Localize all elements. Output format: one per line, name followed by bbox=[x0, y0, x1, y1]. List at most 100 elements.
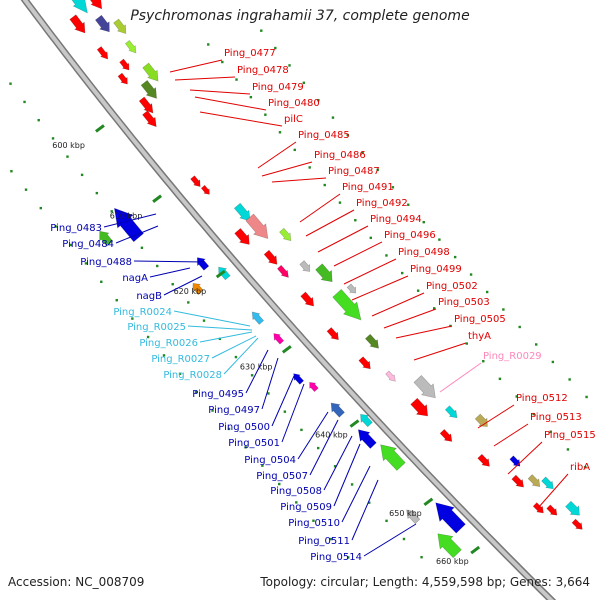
scale-dot bbox=[187, 301, 190, 304]
gene-arrow bbox=[546, 504, 558, 516]
gene-label-ping-0511: Ping_0511 bbox=[298, 536, 350, 547]
scale-dot bbox=[465, 342, 468, 345]
label-leader-line bbox=[133, 260, 205, 263]
gene-arrow bbox=[346, 283, 357, 294]
gene-label-ping-r0027: Ping_R0027 bbox=[151, 354, 210, 365]
forward-label-layer: Ping_0477Ping_0478Ping_0479Ping_0480pilC… bbox=[169, 48, 596, 509]
scale-dot bbox=[146, 335, 150, 339]
gene-arrow bbox=[360, 413, 373, 428]
gene-arrow bbox=[435, 502, 466, 534]
label-leader-line bbox=[199, 111, 283, 127]
gene-label-ping-0515: Ping_0515 bbox=[544, 430, 596, 441]
gene-arrow bbox=[138, 96, 154, 114]
label-leader-line bbox=[537, 473, 569, 509]
gene-arrow bbox=[326, 327, 339, 341]
gene-label-ping-0497: Ping_0497 bbox=[208, 405, 260, 416]
label-leader-line bbox=[261, 161, 313, 177]
scale-dot bbox=[24, 188, 28, 191]
reverse-label-layer: Ping_0483Ping_0484Ping_0488nagAnagBPing_… bbox=[50, 213, 417, 563]
gene-label-ping-0494: Ping_0494 bbox=[370, 214, 422, 225]
gene-label-ping-0484: Ping_0484 bbox=[62, 239, 114, 250]
scale-dot bbox=[260, 29, 263, 32]
label-leader-line bbox=[493, 423, 529, 447]
label-leader-line bbox=[194, 96, 267, 111]
gene-arrow bbox=[364, 333, 379, 349]
scale-dot bbox=[401, 271, 404, 275]
scale-dot bbox=[323, 183, 326, 187]
label-leader-line bbox=[299, 193, 341, 223]
scale-dot bbox=[69, 243, 72, 247]
gene-arrow bbox=[357, 429, 377, 449]
label-leader-line bbox=[507, 441, 543, 475]
gene-arrow bbox=[439, 428, 453, 442]
gene-label-ping-0487: Ping_0487 bbox=[328, 166, 380, 177]
gene-arrow bbox=[251, 311, 265, 325]
gene-label-thya: thyA bbox=[468, 331, 491, 342]
label-leader-line bbox=[163, 275, 203, 296]
scale-dot bbox=[385, 254, 388, 257]
gene-arrow bbox=[218, 266, 231, 281]
gene-label-ping-0498: Ping_0498 bbox=[398, 247, 450, 258]
scale-dot bbox=[308, 166, 311, 169]
gene-label-naga: nagA bbox=[122, 273, 148, 284]
gene-arrow bbox=[511, 474, 524, 488]
scale-dot bbox=[433, 307, 436, 310]
scale-dot bbox=[278, 482, 281, 486]
label-leader-line bbox=[271, 177, 327, 183]
gene-arrow bbox=[69, 14, 86, 34]
scale-dot bbox=[438, 238, 441, 241]
scale-dot bbox=[66, 155, 69, 158]
gene-arrow bbox=[119, 58, 130, 71]
scale-dot bbox=[535, 343, 538, 346]
scale-dot bbox=[515, 395, 518, 398]
gene-label-ping-0502: Ping_0502 bbox=[426, 281, 478, 292]
label-leader-line bbox=[297, 411, 329, 460]
gene-arrow bbox=[330, 402, 345, 418]
scale-dot bbox=[295, 501, 298, 504]
gene-arrow bbox=[300, 291, 315, 307]
scale-tick-label: 640 kbp bbox=[315, 430, 348, 439]
label-leader-line bbox=[174, 76, 236, 81]
gene-arrow bbox=[385, 370, 396, 382]
gene-arrow bbox=[190, 175, 201, 187]
scale-dot bbox=[249, 95, 253, 99]
label-leader-line bbox=[439, 362, 482, 393]
label-leader-line bbox=[383, 308, 437, 329]
gene-label-ping-0488: Ping_0488 bbox=[80, 257, 132, 268]
label-leader-line bbox=[341, 465, 371, 523]
label-leader-line bbox=[173, 310, 251, 327]
scale-tick-mark bbox=[470, 545, 481, 555]
scale-dot bbox=[288, 64, 291, 67]
scale-dot bbox=[283, 410, 287, 413]
scale-dot bbox=[80, 173, 84, 177]
label-leader-line bbox=[149, 267, 191, 278]
scale-dot bbox=[482, 360, 485, 363]
gene-arrow bbox=[276, 264, 289, 278]
scale-dot bbox=[502, 308, 505, 311]
scale-tick-label: 660 kbp bbox=[436, 557, 469, 566]
scale-dot bbox=[333, 465, 337, 468]
scale-dot bbox=[51, 137, 55, 140]
scale-dot bbox=[300, 428, 303, 432]
gene-arrow bbox=[380, 444, 406, 471]
scale-dot bbox=[293, 148, 296, 152]
scale-dot bbox=[420, 555, 423, 559]
scale-dot bbox=[316, 446, 320, 450]
scale-dot bbox=[37, 118, 40, 122]
gene-arrow bbox=[279, 227, 292, 242]
gene-label-ping-0503: Ping_0503 bbox=[438, 297, 490, 308]
gene-arrow bbox=[413, 374, 436, 399]
gene-label-ping-0477: Ping_0477 bbox=[224, 48, 276, 59]
scale-dot bbox=[9, 82, 12, 85]
scale-dot bbox=[202, 319, 206, 322]
scale-dot bbox=[140, 246, 144, 249]
gene-arrow bbox=[332, 288, 362, 321]
gene-label-ping-0495: Ping_0495 bbox=[192, 389, 244, 400]
gene-arrow bbox=[299, 260, 311, 272]
scale-tick-mark bbox=[349, 419, 360, 428]
scale-tick-label: 610 kbp bbox=[110, 212, 143, 221]
gene-arrow bbox=[358, 356, 371, 370]
scale-dot bbox=[10, 170, 13, 173]
